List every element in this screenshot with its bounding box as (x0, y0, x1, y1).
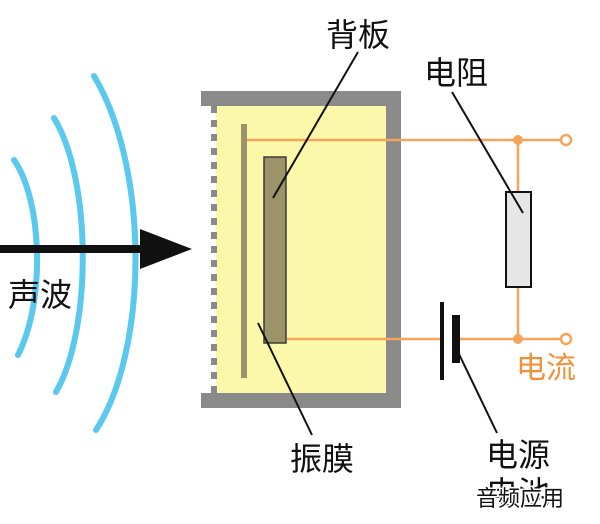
battery-short-plate (452, 315, 460, 363)
leader-lines (257, 51, 524, 436)
vent-segment (211, 134, 217, 141)
vent-segment (211, 176, 217, 183)
vent-segment (211, 204, 217, 211)
vent-segment (211, 162, 217, 169)
label-diaphragm: 振膜 (290, 440, 354, 478)
vent-segment (211, 148, 217, 155)
vent-segment (211, 344, 217, 351)
housing-bottom-wall (201, 393, 401, 408)
housing-left-vents (201, 91, 217, 408)
junction-bottom (513, 334, 523, 344)
vent-segment (211, 232, 217, 239)
vent-segment (211, 288, 217, 295)
housing-right-wall (386, 91, 401, 408)
battery-symbol (440, 302, 460, 380)
vent-segment (211, 106, 217, 113)
resistor (505, 191, 532, 288)
mic-housing (201, 91, 401, 408)
terminal-bottom (559, 332, 573, 346)
label-power-source: 电源 (486, 436, 550, 474)
vent-segment (211, 190, 217, 197)
battery-long-plate (440, 302, 444, 380)
sound-wave-arc-1 (11, 157, 41, 358)
backplate (263, 156, 287, 344)
housing-corner (201, 393, 217, 408)
sound-wave-arc-3 (91, 73, 139, 433)
vent-segment (211, 386, 217, 393)
diaphragm (241, 124, 247, 378)
vent-segment (211, 218, 217, 225)
leader-resistor (451, 91, 524, 214)
vent-segment (211, 316, 217, 323)
leader-power-source (457, 351, 498, 434)
housing-top-wall (201, 91, 401, 106)
label-current: 电流 (516, 351, 576, 386)
vent-segment (211, 274, 217, 281)
junction-top (513, 135, 523, 145)
vent-segment (211, 330, 217, 337)
watermark: 音频应用 (476, 487, 564, 512)
vent-segment (211, 358, 217, 365)
terminal-top (559, 133, 573, 147)
housing-corner (201, 91, 217, 106)
leader-backplate (272, 51, 359, 199)
label-resistor: 电阻 (424, 54, 488, 92)
vent-segment (211, 260, 217, 267)
label-backplate: 背板 (326, 16, 390, 54)
sound-arrow (0, 229, 192, 269)
circuit-wires (246, 133, 573, 346)
sound-wave-arc-2 (51, 115, 86, 395)
vent-segment (211, 120, 217, 127)
vent-segment (211, 372, 217, 379)
vent-segment (211, 246, 217, 253)
label-battery: 电池 (486, 474, 550, 512)
vent-segment (211, 302, 217, 309)
leader-diaphragm (257, 322, 313, 436)
label-sound-wave: 声波 (8, 276, 72, 314)
arrow-head (140, 229, 192, 269)
